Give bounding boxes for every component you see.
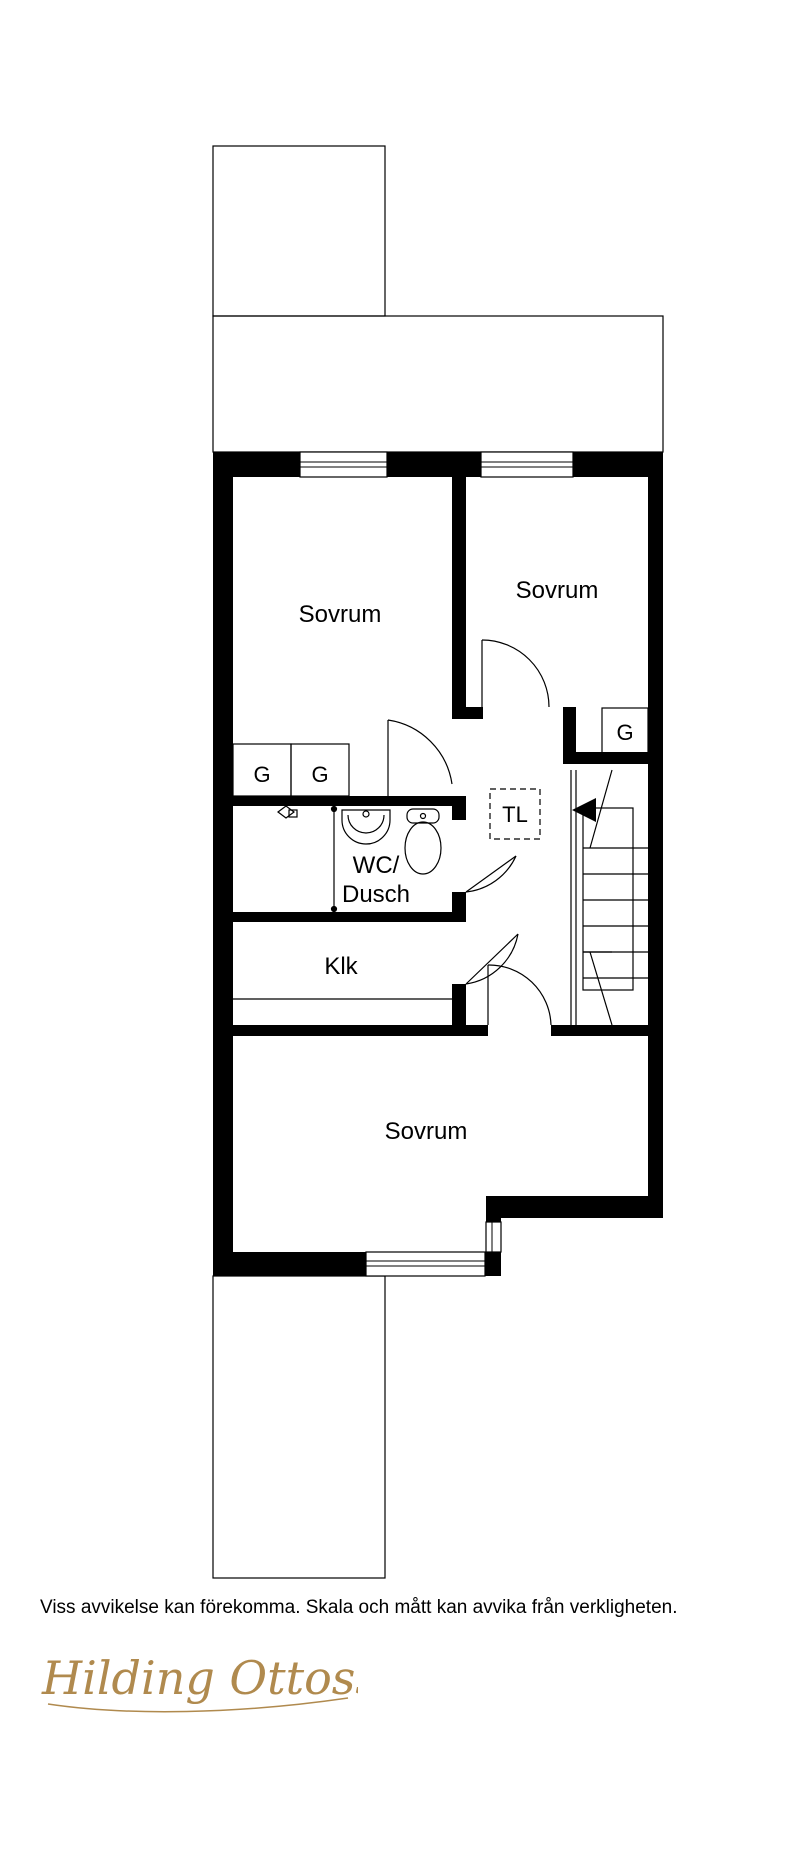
room-label-bathroom-line2: Dusch [342, 881, 410, 908]
balcony-top-small [212, 145, 386, 317]
stair-direction-arrow [572, 798, 596, 822]
disclaimer-text: Viss avvikelse kan förekomma. Skala och … [40, 1597, 678, 1618]
window-top-left [299, 451, 388, 478]
stairs [570, 769, 648, 1026]
wardrobe-label-1: G [253, 762, 270, 787]
room-label-bathroom-line1: WC/ [353, 852, 400, 879]
window-bottom [365, 1251, 486, 1277]
terrace-bottom [212, 1275, 386, 1579]
window-side [485, 1221, 502, 1253]
room-label-bedroom-top-left: Sovrum [299, 601, 382, 628]
room-label-bedroom-top-right: Sovrum [516, 577, 599, 604]
logo-flourish [47, 1697, 349, 1713]
bathroom-fixtures [277, 805, 442, 913]
brand-logo-text: Hilding Ottosson [41, 1651, 358, 1705]
wardrobe-label-3: G [616, 720, 633, 745]
attic-hatch-label: TL [502, 802, 528, 827]
doors [387, 639, 552, 1026]
room-label-closet: Klk [324, 953, 358, 980]
wardrobe-label-2: G [311, 762, 328, 787]
wardrobe-right [601, 707, 649, 755]
balcony-top-wide [212, 315, 664, 453]
wardrobes-left [232, 743, 350, 797]
window-top-right [480, 451, 574, 478]
brand-logo: Hilding Ottosson [41, 1651, 358, 1713]
attic-hatch-outline [489, 788, 541, 840]
room-label-bedroom-bottom: Sovrum [385, 1118, 468, 1145]
interior-walls [233, 477, 653, 1036]
outer-walls [213, 452, 663, 1276]
